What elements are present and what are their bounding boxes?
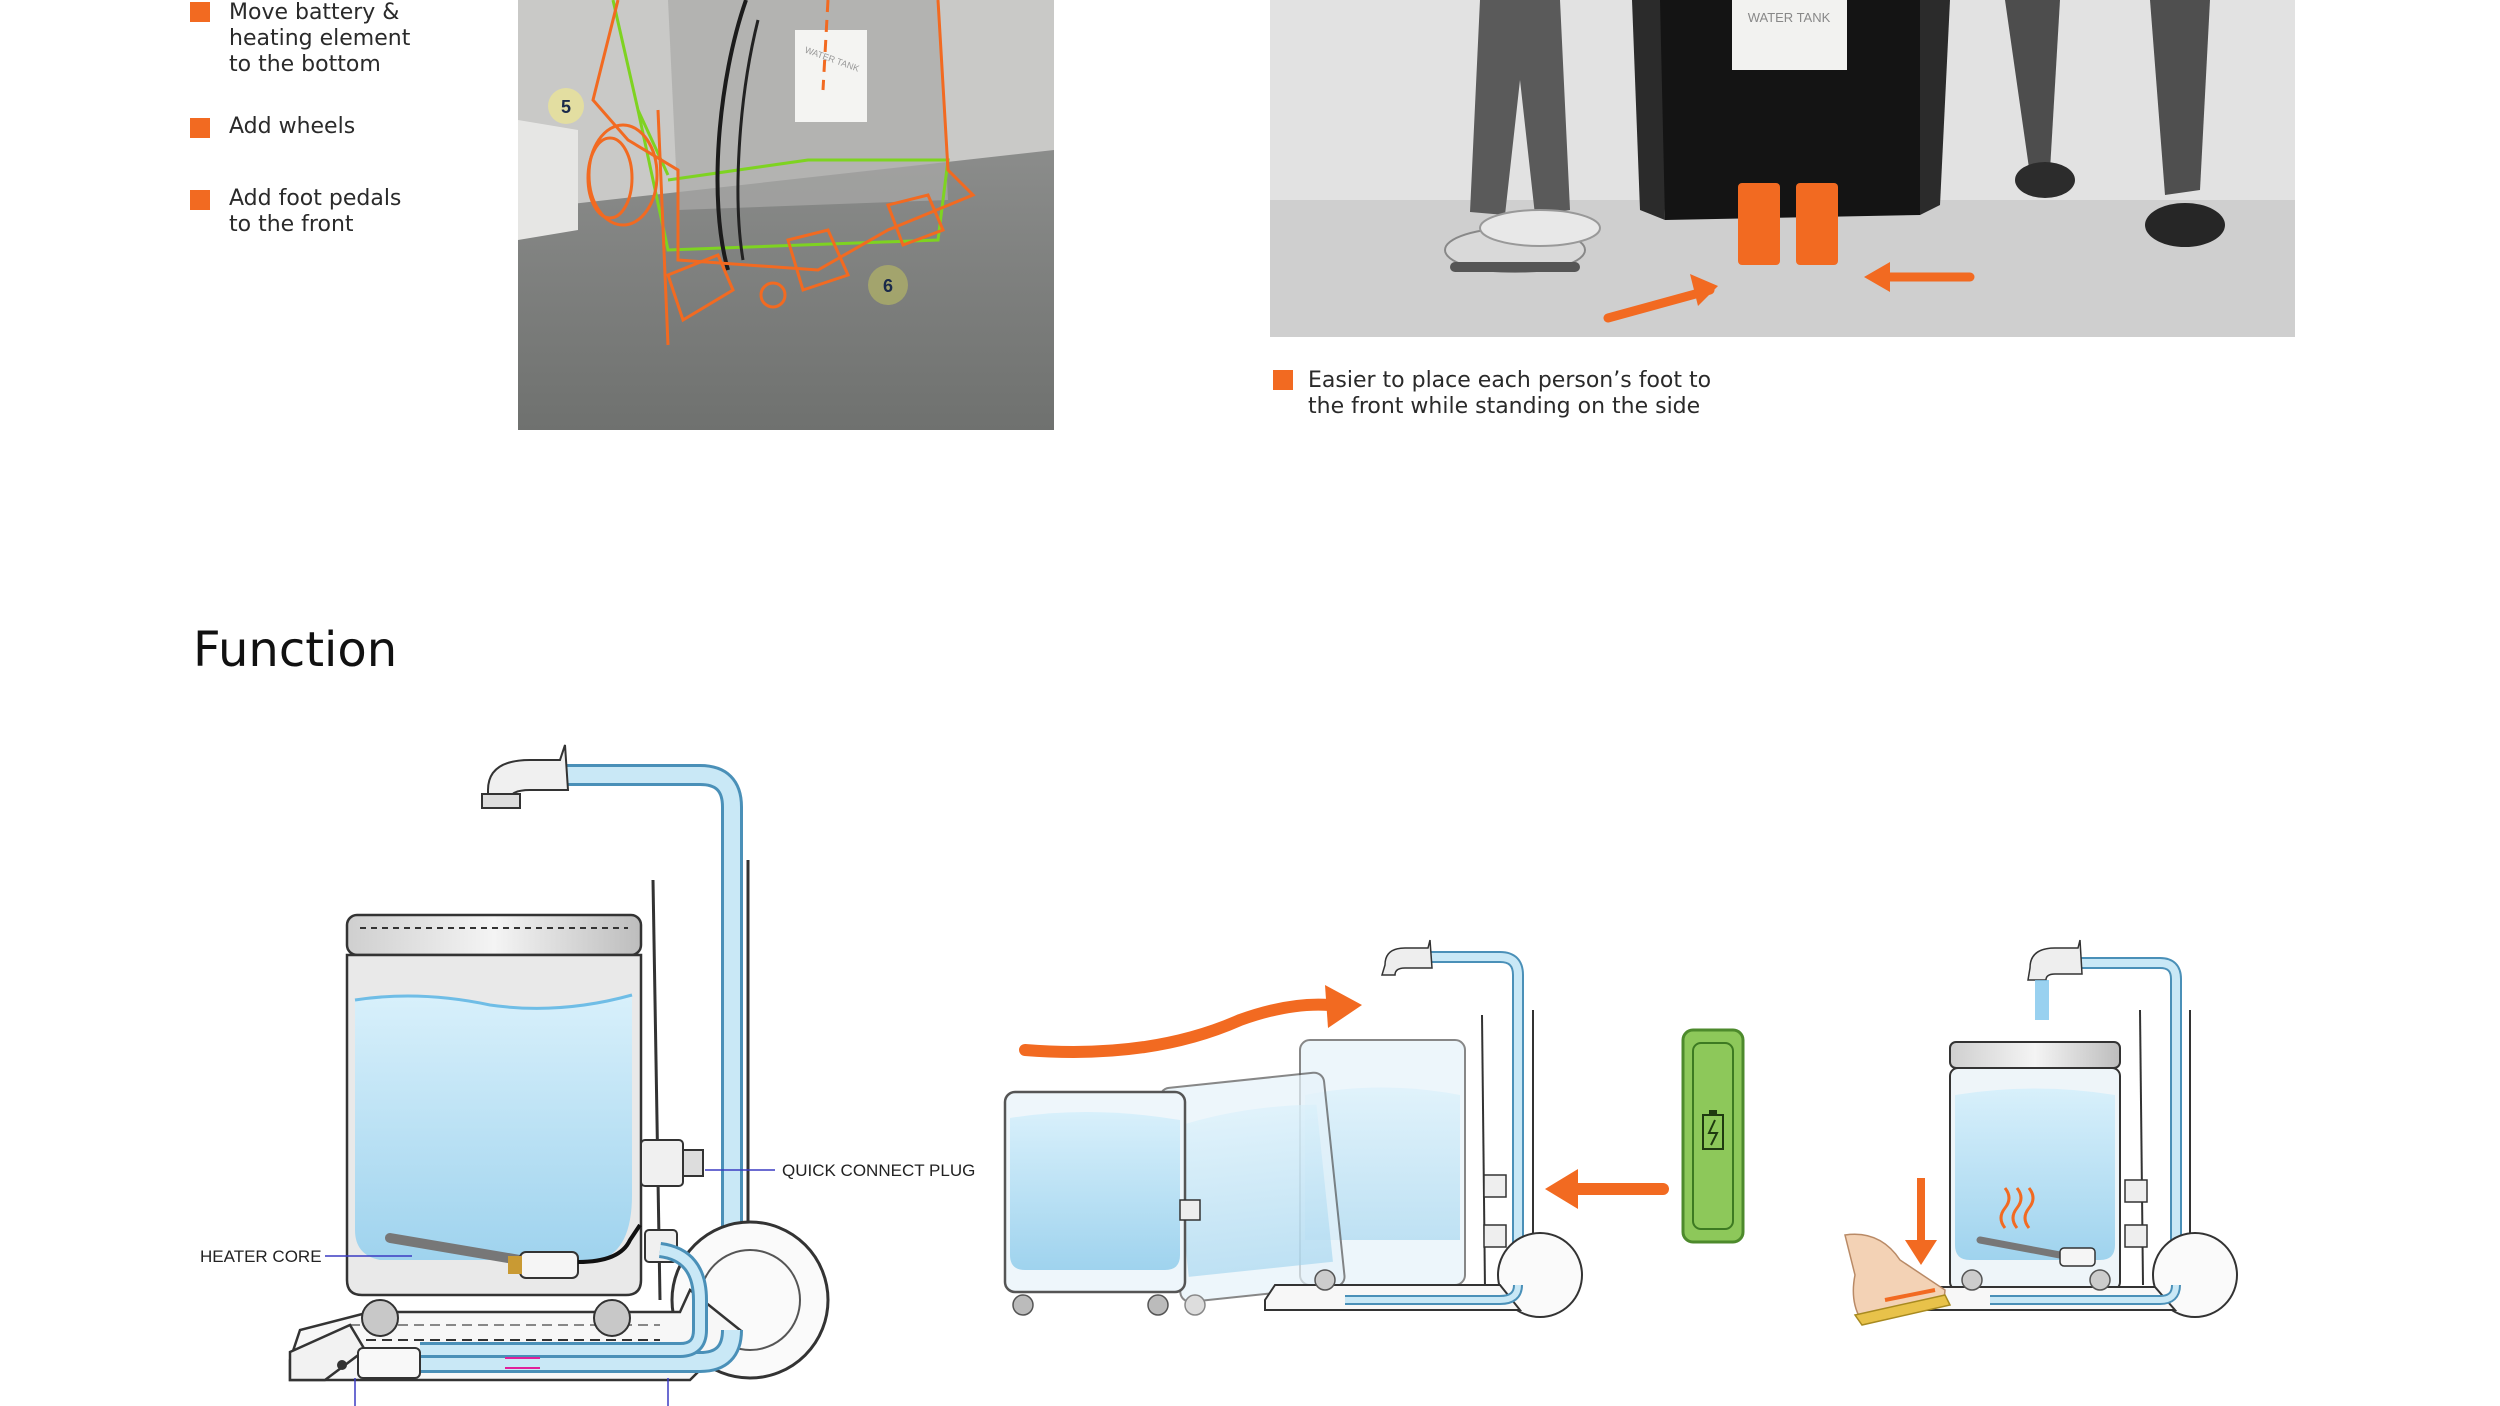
foot-icon [1844, 1233, 1946, 1319]
heat-waves-icon [1999, 1187, 2035, 1229]
bullet-marker [1273, 370, 1293, 390]
note-battery-heating: Move battery & heating element to the bo… [229, 0, 410, 78]
user-test-photo: WATER TANK [1270, 0, 2295, 337]
function-diagrams: QUICK CONNECT PLUG HEATER CORE [200, 744, 2238, 1406]
note-line: Move battery & [229, 0, 400, 25]
user-test-illustration: WATER TANK [1270, 0, 2295, 337]
step-badge [548, 88, 584, 124]
note-line: the front while standing on the side [1308, 394, 1701, 419]
foot-pedal-marker [1738, 183, 1780, 265]
bullet-marker [190, 2, 210, 22]
note-line: heating element [229, 26, 411, 51]
tank-sign-text: WATER TANK [1748, 10, 1831, 25]
step-badge [868, 265, 908, 305]
tank-sign [795, 30, 867, 122]
bullet-marker [190, 118, 210, 138]
note-line: Add wheels [229, 114, 356, 139]
unit-diagram-tank-removal [1003, 939, 1745, 1318]
bullet-marker [190, 190, 210, 210]
tank-sign [1732, 0, 1847, 70]
unit-diagram-pedal-activation [1844, 939, 2238, 1326]
unit-diagram-main: QUICK CONNECT PLUG HEATER CORE [200, 744, 975, 1406]
note-foot-pedals: Add foot pedals to the front [229, 186, 401, 238]
note-line: to the bottom [229, 52, 381, 77]
step-badge-label: 6 [883, 276, 893, 296]
note-line: to the front [229, 212, 354, 237]
note-wheels: Add wheels [229, 114, 355, 140]
foot-pedal-marker [1796, 183, 1838, 265]
label-quick-connect-plug: QUICK CONNECT PLUG [782, 1161, 975, 1180]
section-title: Function [193, 622, 398, 678]
note-line: Add foot pedals [229, 186, 402, 211]
note-easier-foot-placement: Easier to place each person’s foot to th… [1308, 368, 1711, 420]
battery-icon [1681, 1028, 1745, 1244]
label-heater-core: HEATER CORE [200, 1247, 322, 1266]
prototype-sketch-illustration: WATER TANK 5 6 [518, 0, 1054, 430]
note-line: Easier to place each person’s foot to [1308, 368, 1712, 393]
prototype-sketch-photo: WATER TANK 5 6 [518, 0, 1054, 430]
step-badge-label: 5 [561, 97, 571, 117]
